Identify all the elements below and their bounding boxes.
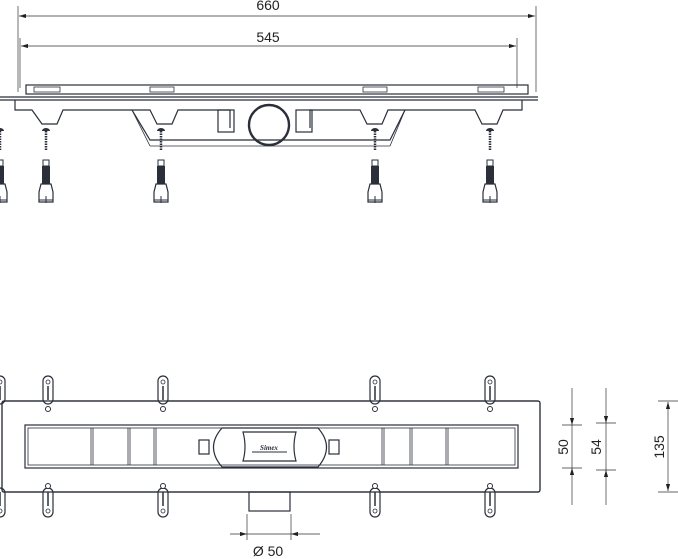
screw-anchor: [366, 126, 384, 205]
brand-logo: Simex: [260, 444, 278, 452]
dimension-label-50: 50: [555, 439, 571, 455]
dimension-label-54: 54: [588, 439, 604, 455]
dimension-label-135: 135: [651, 435, 667, 459]
fixing-screws: [0, 126, 499, 205]
dimension-545: 545: [19, 29, 518, 88]
outlet-pipe: [247, 103, 291, 147]
dimension-label-660: 660: [256, 0, 280, 13]
side-view: [0, 84, 538, 147]
screw-anchor: [481, 126, 499, 205]
top-view: Simex: [0, 375, 541, 518]
dimension-label-outlet: Ø 50: [253, 543, 284, 559]
screw-anchor: [37, 126, 55, 205]
screw-anchor: [152, 126, 170, 205]
dimension-outlet-diameter: Ø 50: [230, 514, 320, 559]
dimension-660: 660: [17, 0, 537, 92]
dimension-label-545: 545: [256, 29, 280, 45]
dimension-135: 135: [651, 400, 678, 493]
dimension-54: 54: [588, 388, 616, 505]
dimension-50: 50: [555, 388, 582, 505]
